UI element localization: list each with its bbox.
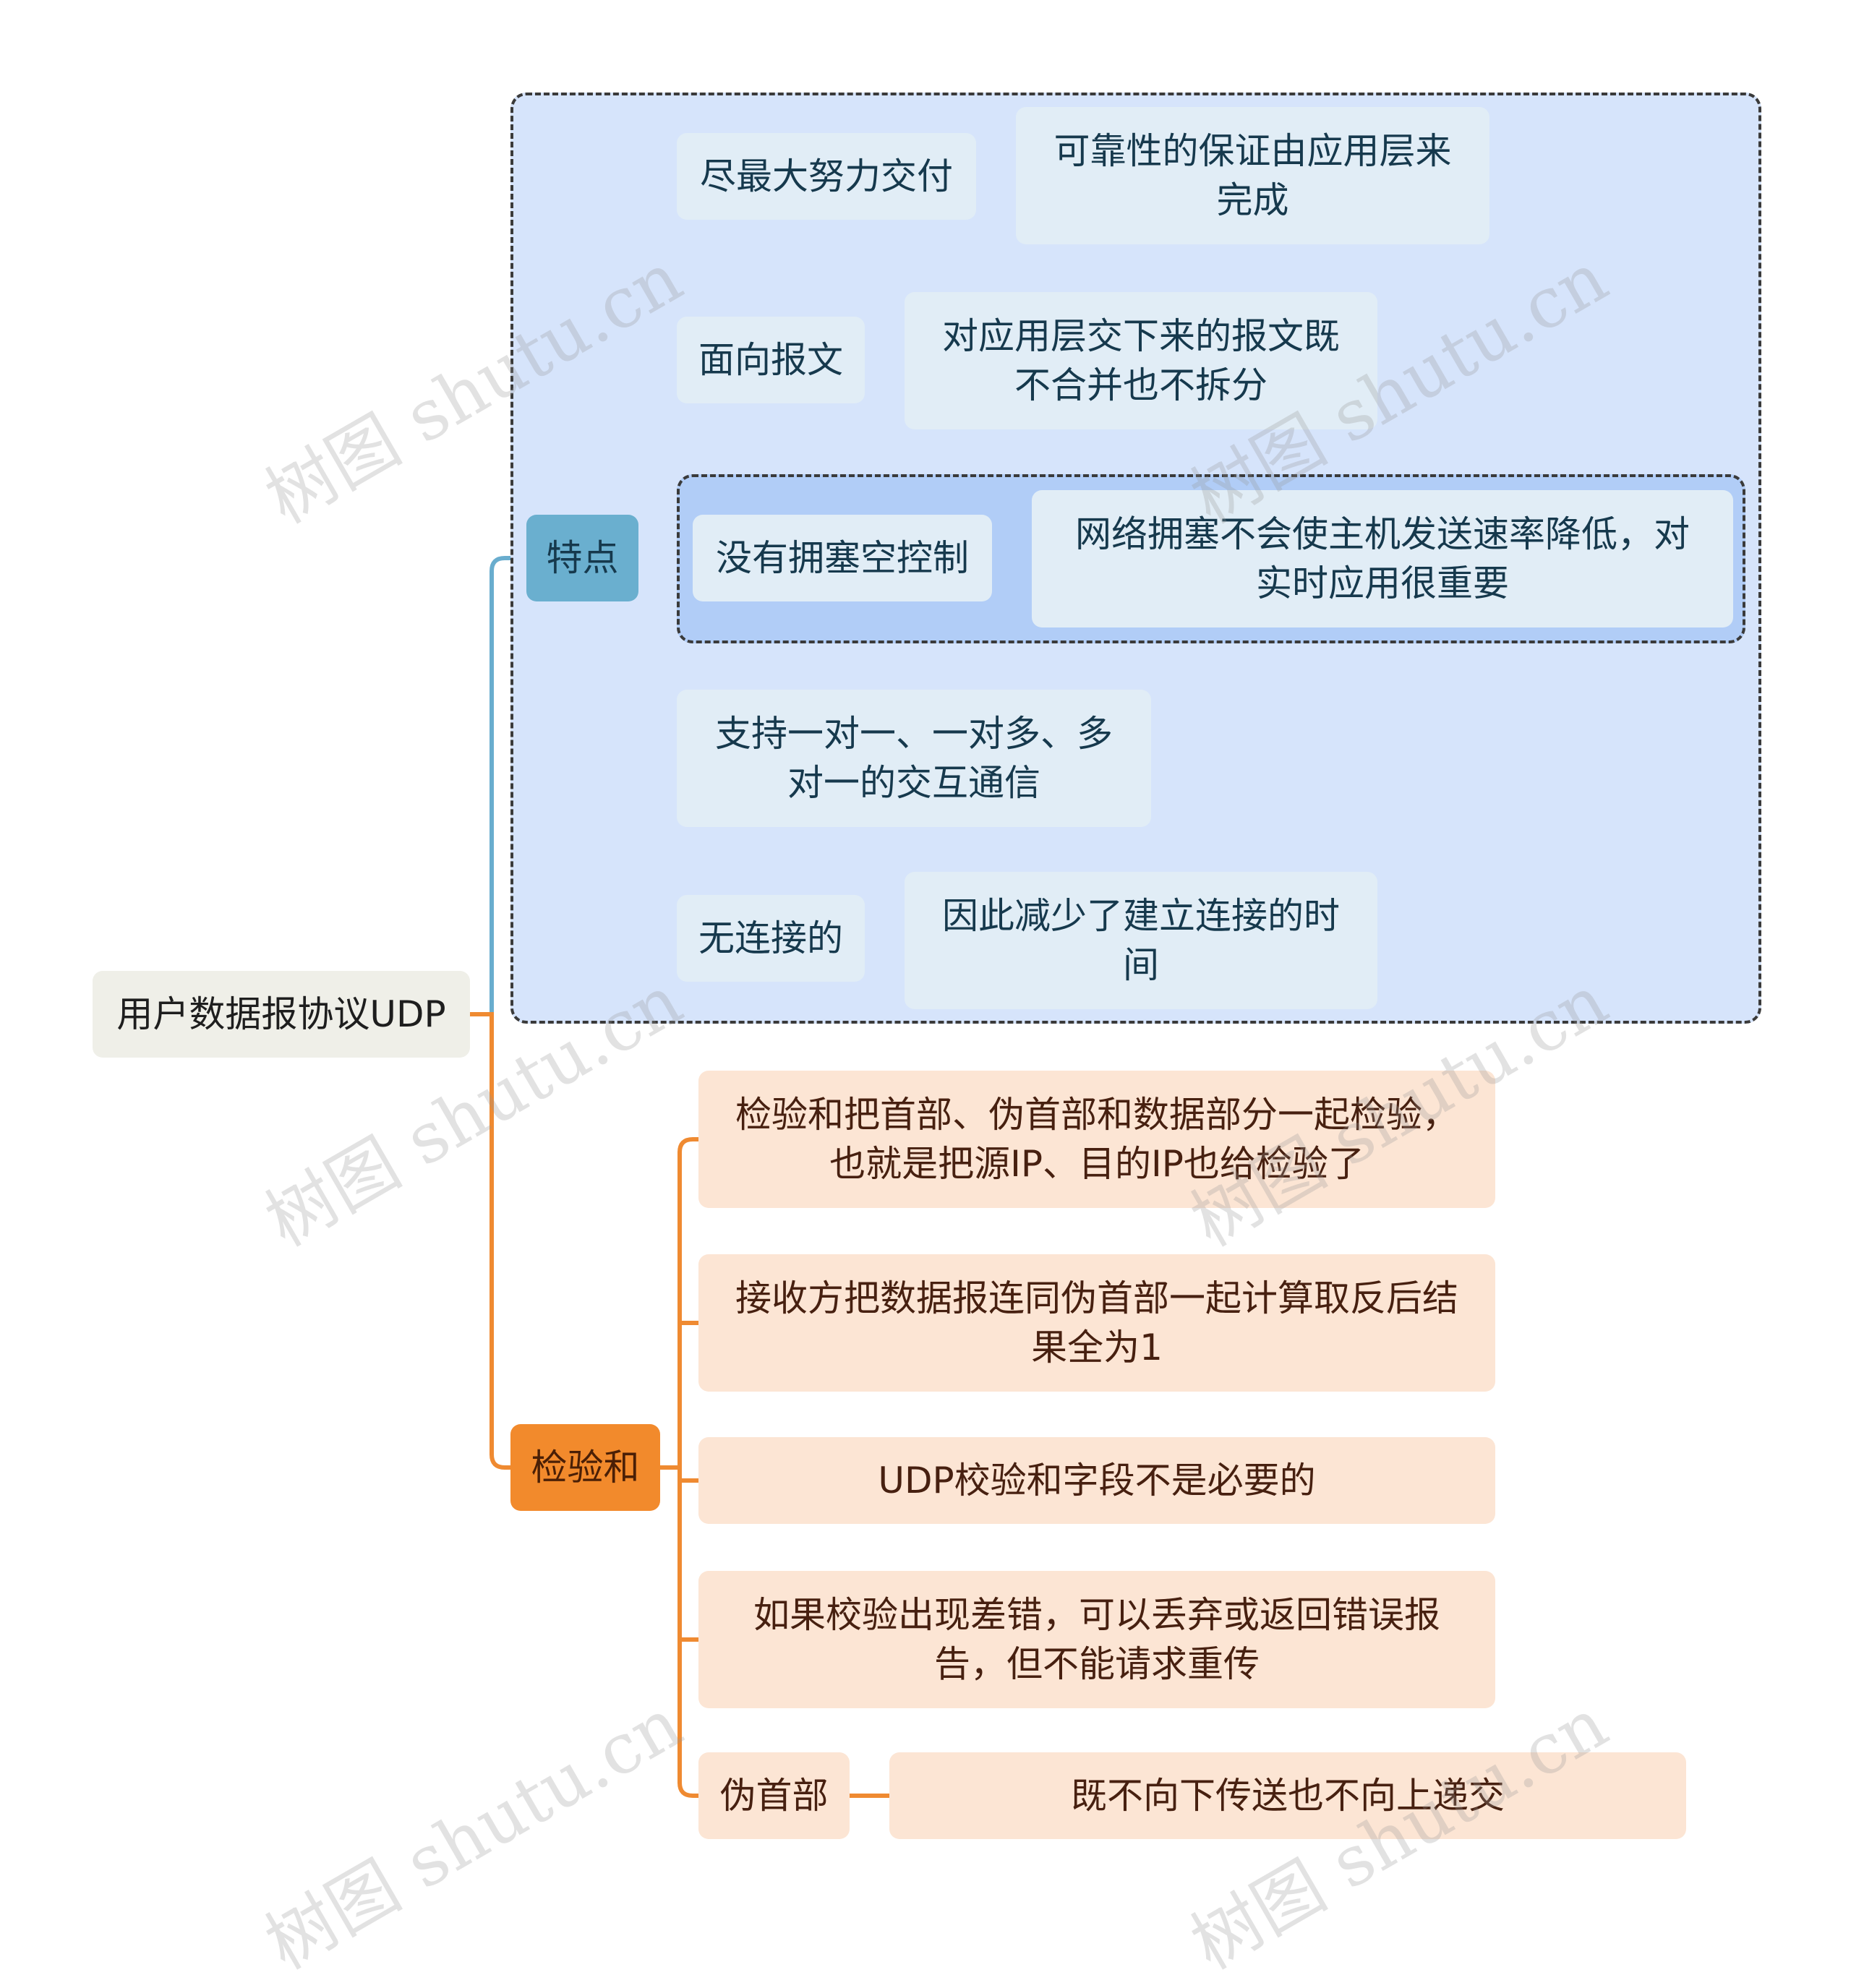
feature-detail-text: 对应用层交下来的报文既不合并也不拆分 <box>942 315 1340 406</box>
feature-item[interactable]: 支持一对一、一对多、多对一的交互通信 <box>677 690 1151 827</box>
root-to-features-line <box>468 556 529 1016</box>
root-node[interactable]: 用户数据报协议UDP <box>93 971 470 1058</box>
checksum-item[interactable]: 伪首部 <box>698 1752 850 1839</box>
feature-item[interactable]: 没有拥塞空控制 <box>693 515 992 601</box>
checksum-item[interactable]: 如果校验出现差错，可以丢弃或返回错误报告，但不能请求重传 <box>698 1571 1495 1708</box>
checksum-item-text: 如果校验出现差错，可以丢弃或返回错误报告，但不能请求重传 <box>753 1594 1440 1685</box>
features-branch[interactable]: 特点 <box>526 515 638 601</box>
feature-item[interactable]: 面向报文 <box>677 317 865 403</box>
checksum-label: 检验和 <box>531 1447 640 1488</box>
checksum-item[interactable]: 接收方把数据报连同伪首部一起计算取反后结果全为1 <box>698 1254 1495 1392</box>
feature-detail-text: 网络拥塞不会使主机发送速率降低，对实时应用很重要 <box>1075 513 1690 604</box>
features-label: 特点 <box>546 537 619 579</box>
checksum-item[interactable]: UDP校验和字段不是必要的 <box>698 1437 1495 1524</box>
root-label: 用户数据报协议UDP <box>116 993 446 1035</box>
checksum-item-text: 伪首部 <box>719 1775 829 1817</box>
checksum-item-text: 检验和把首部、伪首部和数据部分一起检验，也就是把源IP、目的IP也给检验了 <box>735 1094 1458 1185</box>
checksum-branch[interactable]: 检验和 <box>510 1424 660 1511</box>
checksum-item-text: 接收方把数据报连同伪首部一起计算取反后结果全为1 <box>735 1277 1458 1368</box>
feature-detail-text: 可靠性的保证由应用层来完成 <box>1053 130 1452 221</box>
feature-item-label: 没有拥塞空控制 <box>716 537 969 579</box>
feature-item-label: 面向报文 <box>698 339 843 381</box>
feature-item[interactable]: 无连接的 <box>677 895 865 982</box>
feature-detail[interactable]: 可靠性的保证由应用层来完成 <box>1016 107 1489 244</box>
checksum-item-text: UDP校验和字段不是必要的 <box>878 1460 1316 1501</box>
checksum-detail[interactable]: 既不向下传送也不向上递交 <box>889 1752 1686 1839</box>
feature-detail-text: 因此减少了建立连接的时间 <box>942 895 1340 986</box>
root-to-checksum-line <box>468 1012 513 1470</box>
feature-item-label: 支持一对一、一对多、多对一的交互通信 <box>715 713 1113 804</box>
feature-item-label: 尽最大努力交付 <box>700 155 953 197</box>
feature-item[interactable]: 尽最大努力交付 <box>677 133 976 220</box>
feature-detail[interactable]: 网络拥塞不会使主机发送速率降低，对实时应用很重要 <box>1032 490 1733 627</box>
checksum-detail-text: 既不向下传送也不向上递交 <box>1071 1775 1505 1817</box>
checksum-item[interactable]: 检验和把首部、伪首部和数据部分一起检验，也就是把源IP、目的IP也给检验了 <box>698 1071 1495 1208</box>
feature-detail[interactable]: 对应用层交下来的报文既不合并也不拆分 <box>905 292 1377 429</box>
feature-item-label: 无连接的 <box>698 917 843 959</box>
feature-detail[interactable]: 因此减少了建立连接的时间 <box>905 872 1377 1009</box>
